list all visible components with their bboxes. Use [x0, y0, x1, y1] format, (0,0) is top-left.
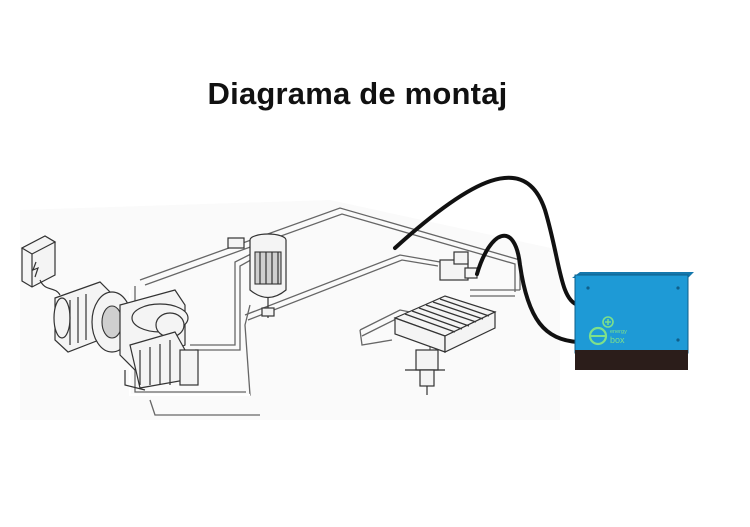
electrical-socket [20, 235, 61, 296]
energy-box-logo: energy box [588, 316, 627, 346]
energy-box-screw [586, 286, 590, 290]
air-filter-tank [227, 233, 287, 318]
brand-small-text: energy [610, 329, 627, 335]
energy-box-base [575, 350, 688, 370]
heat-exchanger [393, 295, 497, 353]
brand-word-text: box [610, 335, 625, 345]
energy-box-unit: energy box [572, 272, 694, 370]
connection-hoses [393, 175, 580, 344]
control-valve [439, 251, 478, 281]
energy-box-screw [676, 338, 680, 342]
energy-box-body [574, 274, 689, 354]
drain-valve [405, 349, 445, 395]
energy-box-screw [676, 286, 680, 290]
motor-blower [53, 281, 199, 391]
diagram-title: Diagrama de montaj [207, 76, 508, 111]
